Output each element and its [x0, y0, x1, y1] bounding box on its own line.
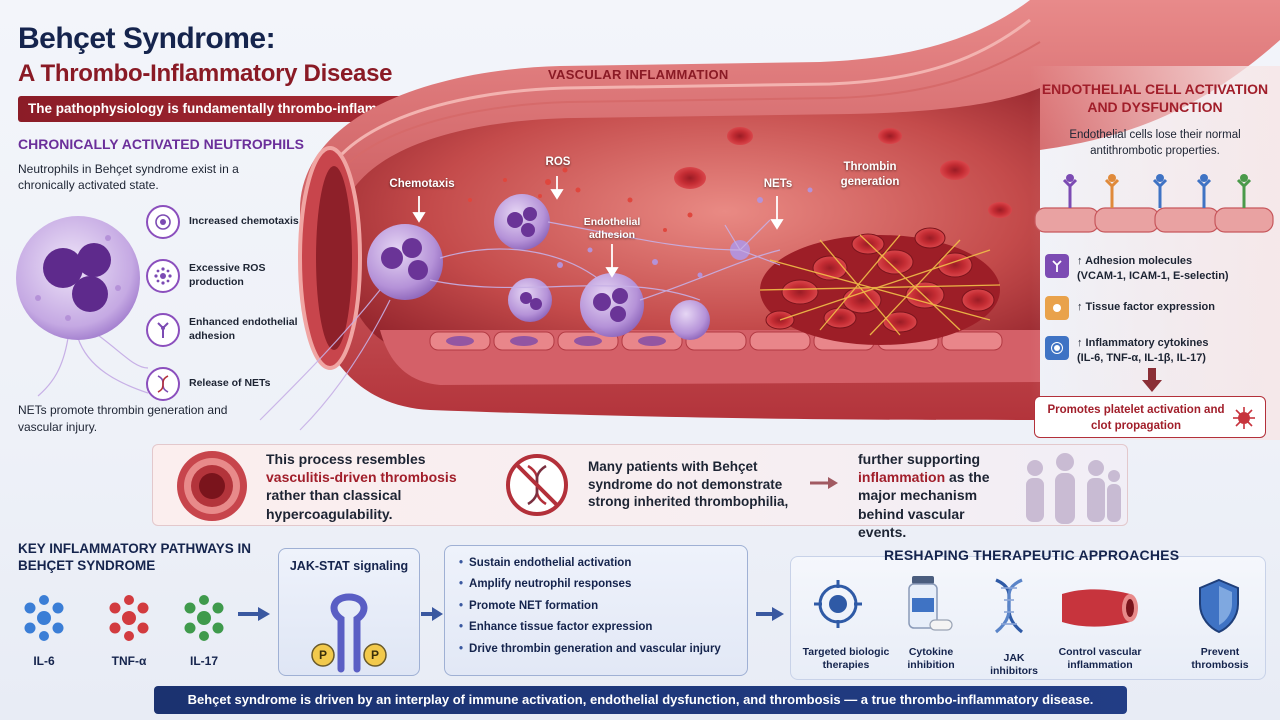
endothelial-item-label: ↑ Adhesion molecules — [1077, 255, 1193, 267]
band-left-plain2: rather than classical hypercoagulability… — [266, 487, 402, 522]
page-subtitle: A Thrombo-Inflammatory Disease — [18, 60, 393, 87]
nets-label: NETs — [763, 178, 793, 190]
arrow-right-icon — [756, 607, 784, 621]
endothelial-item-detail: (IL-6, TNF-α, IL-1β, IL-17) — [1077, 351, 1206, 364]
band-left-accent: vasculitis-driven thrombosis — [266, 469, 457, 486]
cytokine-icon — [1045, 336, 1069, 360]
endothelial-item-detail: (VCAM-1, ICAM-1, E-selectin) — [1077, 269, 1229, 282]
tnf-alpha-molecule-icon — [109, 595, 149, 641]
list-item: Drive thrombin generation and vascular i… — [459, 642, 733, 657]
list-item-label: Increased chemotaxis — [189, 215, 299, 228]
arrow-right-icon — [238, 607, 270, 621]
thrombin-generation-label: Thrombin generation — [840, 161, 900, 188]
adhesion-molecule-icon — [146, 313, 180, 347]
pathway-effects-list: Sustain endothelial activation Amplify n… — [444, 545, 748, 676]
neutrophils-outro: NETs promote thrombin generation and vas… — [18, 403, 228, 434]
list-item: Enhanced endothelial adhesion — [146, 306, 306, 354]
no-genetic-thrombophilia-icon — [506, 454, 568, 516]
therapy-label: Targeted biologic therapies — [802, 646, 890, 672]
vessel-title: VASCULAR INFLAMMATION — [548, 67, 729, 82]
list-item: Sustain endothelial activation — [459, 556, 733, 571]
ros-label: ROS — [545, 156, 571, 168]
band-right-accent: inflammation — [858, 469, 946, 486]
endothelial-item-label: ↑ Tissue factor expression — [1077, 301, 1215, 313]
pathways-heading: KEY INFLAMMATORY PATHWAYS IN BEHÇET SYND… — [18, 541, 252, 573]
page-title: Behçet Syndrome: — [18, 22, 276, 55]
neutrophil-illustration — [16, 216, 148, 397]
jak-stat-title: JAK-STAT signaling — [289, 559, 409, 573]
list-item: Increased chemotaxis — [146, 198, 306, 246]
endothelial-adhesion-label: Endothelial adhesion — [583, 216, 641, 242]
list-item-label: Enhanced endothelial adhesion — [189, 316, 298, 342]
list-item: Promote NET formation — [459, 599, 733, 614]
phosphate-label: P — [318, 648, 327, 662]
therapy-label: Prevent thrombosis — [1191, 646, 1249, 672]
band-middle-text: Many patients with Behçet syndrome do no… — [588, 459, 789, 510]
tissue-factor-icon — [1045, 296, 1069, 320]
neutrophils-heading: CHRONICALLY ACTIVATED NEUTROPHILS — [18, 136, 304, 152]
adhesion-molecule-icon — [1045, 254, 1069, 278]
chemotaxis-label: Chemotaxis — [389, 178, 455, 190]
cytokine-label-tnf: TNF-α — [111, 654, 147, 668]
dna-strand-icon — [146, 367, 180, 401]
il17-molecule-icon — [184, 595, 224, 641]
endothelial-subtitle: Endothelial cells lose their normal anti… — [1069, 129, 1241, 157]
endothelial-heading: ENDOTHELIAL CELL ACTIVATION AND DYSFUNCT… — [1041, 81, 1269, 116]
band-left-text: This process resembles vasculitis-driven… — [266, 450, 476, 523]
cytokine-molecules-illustration — [24, 595, 224, 641]
band-right-text: further supporting inflammation as the m… — [858, 450, 1008, 541]
shield-icon — [1199, 578, 1239, 634]
list-item-label: Release of NETs — [189, 377, 271, 390]
vessel-cross-section-icon — [177, 451, 247, 521]
list-item: Enhance tissue factor expression — [459, 620, 733, 635]
platelet-activation-box: Promotes platelet activation and clot pr… — [1034, 396, 1266, 438]
therapy-panel — [790, 556, 1266, 680]
therapy-label: Cytokine inhibition — [907, 646, 955, 672]
therapy-heading: RESHAPING THERAPEUTIC APPROACHES — [884, 547, 1180, 563]
patients-silhouette-icon — [1026, 453, 1121, 524]
vessel-illustration — [259, 0, 1280, 440]
list-item: Amplify neutrophil responses — [459, 577, 733, 592]
endothelial-item-label: ↑ Inflammatory cytokines — [1077, 337, 1209, 349]
arrow-right-icon — [810, 477, 838, 489]
platelet-activation-text: Promotes platelet activation and clot pr… — [1047, 404, 1225, 432]
list-item: ↑ Tissue factor expression — [1045, 296, 1275, 320]
jak-stat-box: JAK-STAT signaling P P — [278, 548, 420, 676]
il6-molecule-icon — [24, 595, 64, 641]
dna-icon — [994, 578, 1024, 634]
cytokine-label-il17: IL-17 — [189, 654, 218, 668]
summary-band — [152, 444, 1128, 526]
therapy-label: JAK inhibitors — [990, 652, 1038, 678]
vessel-segment-icon — [1062, 589, 1138, 627]
platelet-icon — [1233, 407, 1255, 429]
list-item: ↑ Inflammatory cytokines (IL-6, TNF-α, I… — [1045, 336, 1275, 366]
arrow-right-icon — [421, 607, 443, 621]
list-item: Release of NETs — [146, 360, 306, 408]
cytokine-label-il6: IL-6 — [33, 654, 55, 668]
list-item: Excessive ROS production — [146, 252, 306, 300]
footer-conclusion: Behçet syndrome is driven by an interpla… — [154, 686, 1127, 714]
band-right-plain: further supporting — [858, 451, 981, 467]
ros-burst-icon — [146, 259, 180, 293]
list-item-label: Excessive ROS production — [189, 262, 266, 288]
therapy-label: Control vascular inflammation — [1058, 646, 1142, 672]
target-cell-icon — [146, 205, 180, 239]
neutrophil-features-list: Increased chemotaxis Excessive ROS produ… — [146, 198, 306, 414]
jak-receptor-icon — [311, 593, 387, 673]
vial-icon — [908, 576, 953, 631]
target-icon — [814, 580, 862, 628]
band-right-plain2: as the major mechanism behind vascular e… — [858, 469, 990, 540]
phosphate-label: P — [370, 648, 379, 662]
neutrophils-intro: Neutrophils in Behçet syndrome exist in … — [18, 162, 239, 193]
band-left-plain: This process resembles — [266, 451, 426, 467]
list-item: ↑ Adhesion molecules (VCAM-1, ICAM-1, E-… — [1045, 254, 1275, 284]
